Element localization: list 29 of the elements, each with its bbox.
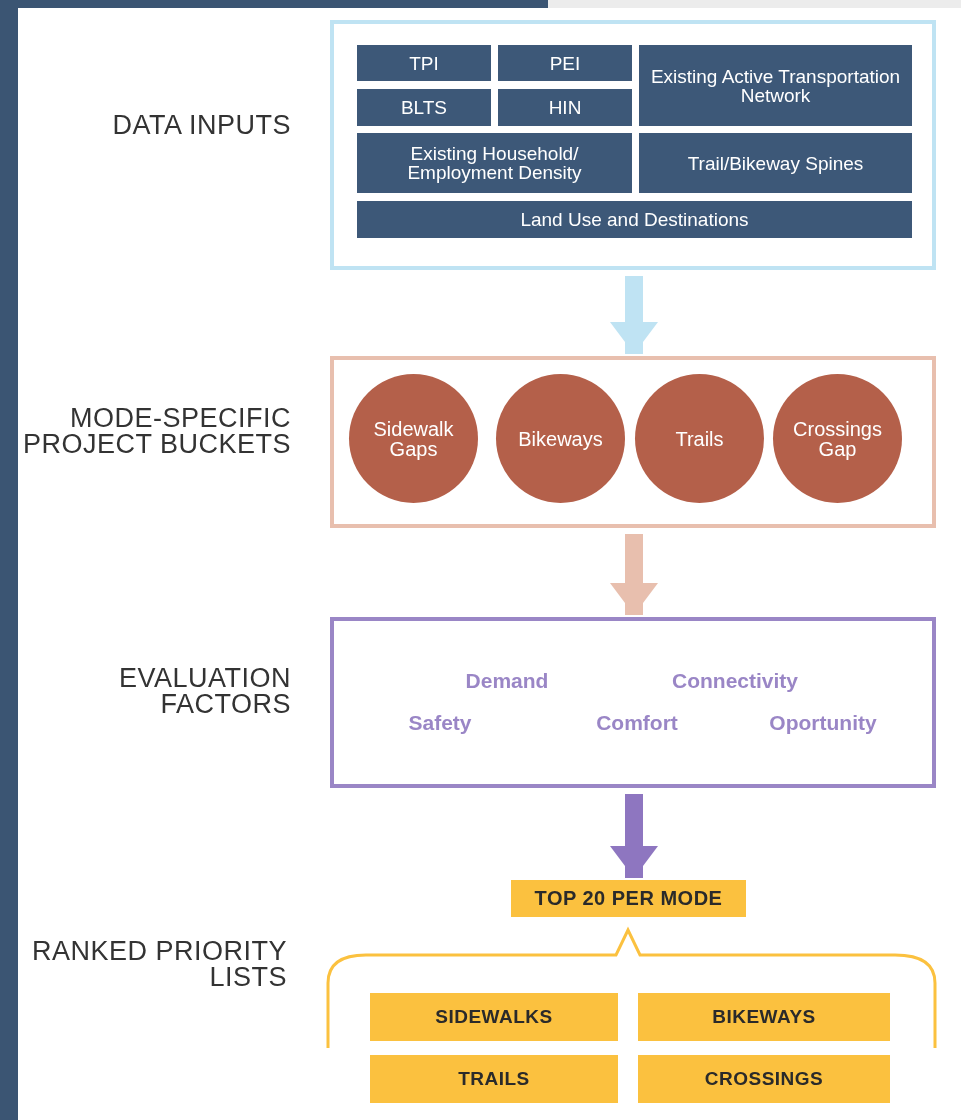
stage-heading: DATA INPUTS [111, 112, 291, 138]
factor-text: Connectivity [672, 669, 798, 693]
data-input-box: HIN [498, 89, 632, 126]
flow-arrow [610, 794, 658, 878]
bucket-circle: Sidewalk Gaps [349, 374, 478, 503]
flow-arrow [610, 276, 658, 354]
flow-arrow [610, 534, 658, 615]
bucket-circle: Trails [635, 374, 764, 503]
priority-list-box: SIDEWALKS [370, 993, 618, 1041]
data-input-box: Trail/Bikeway Spines [639, 133, 912, 193]
priority-list-box: CROSSINGS [638, 1055, 890, 1103]
factor-text: Oportunity [769, 711, 877, 735]
stage-heading: MODE-SPECIFIC PROJECT BUCKETS [21, 405, 291, 457]
result-box: TOP 20 PER MODE [511, 880, 746, 917]
priority-list-box: BIKEWAYS [638, 993, 890, 1041]
priority-list-box: TRAILS [370, 1055, 618, 1103]
data-input-box: Existing Household/ Employment Density [357, 133, 632, 193]
data-input-box: BLTS [357, 89, 491, 126]
factor-text: Comfort [596, 711, 678, 735]
data-input-box: Land Use and Destinations [357, 201, 912, 238]
data-input-box: PEI [498, 45, 632, 81]
factor-text: Demand [465, 669, 549, 693]
factor-text: Safety [408, 711, 472, 735]
data-input-box: TPI [357, 45, 491, 81]
stage-heading: EVALUATION FACTORS [117, 665, 291, 717]
stage-heading: RANKED PRIORITY LISTS [30, 938, 287, 990]
bucket-circle: Bikeways [496, 374, 625, 503]
bucket-circle: Crossings Gap [773, 374, 902, 503]
data-input-box: Existing Active Transportation Network [639, 45, 912, 126]
